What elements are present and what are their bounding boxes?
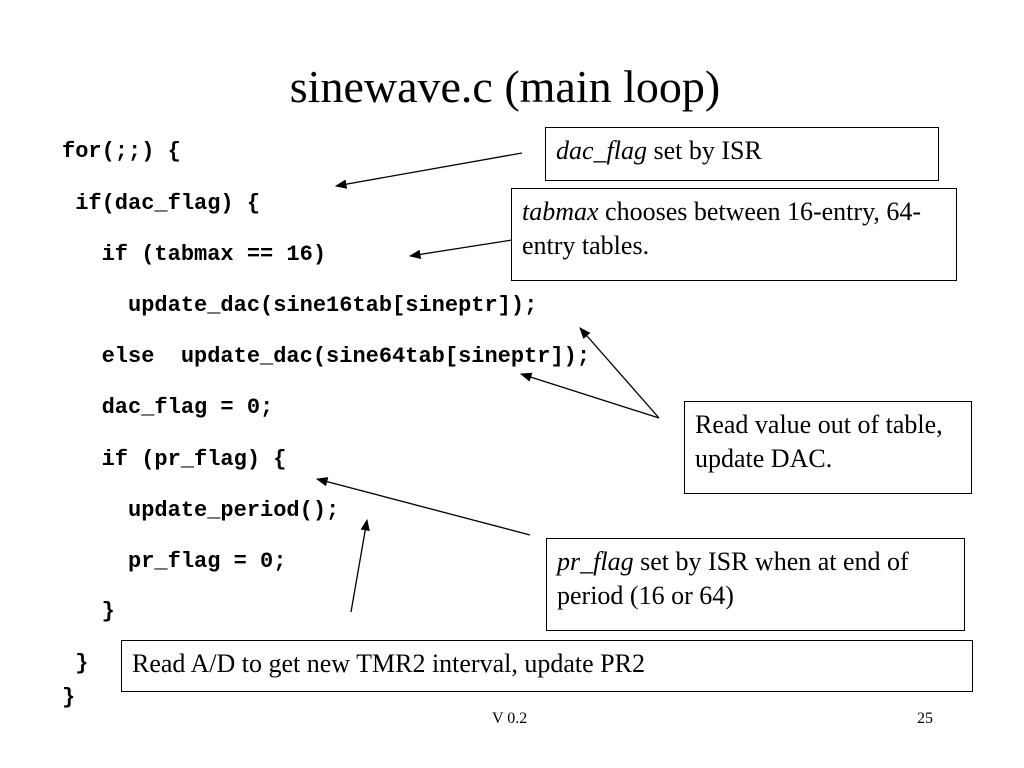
code-line-6: dac_flag = 0;	[62, 395, 274, 420]
arrow-read-value-16	[579, 327, 660, 419]
arrow-read-ad	[350, 518, 370, 613]
code-line-12: }	[62, 685, 76, 710]
callout-pr-flag: pr_flag set by ISR when at end of period…	[546, 538, 965, 631]
callout-read-value: Read value out of table, update DAC.	[684, 401, 972, 494]
callout-read-value-text: Read value out of table, update DAC.	[695, 410, 943, 474]
callout-pr-flag-text: set by ISR when at end of period (16 or …	[557, 547, 909, 611]
footer-page-number: 25	[917, 710, 933, 727]
arrow-read-value-64	[519, 372, 660, 419]
footer-version: V 0.2	[492, 710, 528, 727]
code-line-10: }	[62, 599, 115, 624]
callout-dac-flag: dac_flag set by ISR	[545, 127, 939, 181]
callout-dac-flag-text: set by ISR	[647, 136, 762, 165]
callout-tabmax: tabmax chooses between 16-entry, 64-entr…	[511, 188, 957, 281]
callout-read-ad-text: Read A/D to get new TMR2 interval, updat…	[132, 649, 645, 678]
callout-tabmax-text: chooses between 16-entry, 64-entry table…	[522, 197, 922, 261]
code-line-9: pr_flag = 0;	[62, 549, 287, 574]
code-line-11: }	[62, 651, 89, 676]
callout-tabmax-term: tabmax	[522, 197, 599, 226]
code-line-1: for(;;) {	[62, 139, 181, 164]
callout-read-ad: Read A/D to get new TMR2 interval, updat…	[121, 640, 973, 692]
slide-title: sinewave.c (main loop)	[289, 61, 721, 112]
arrow-pr-flag	[315, 477, 531, 536]
code-line-8: update_period();	[62, 498, 340, 523]
code-line-3: if (tabmax == 16)	[62, 242, 327, 267]
code-line-5: else update_dac(sine64tab[sineptr]);	[62, 344, 591, 369]
callout-pr-flag-term: pr_flag	[557, 547, 634, 576]
callout-dac-flag-term: dac_flag	[556, 136, 647, 165]
code-line-2: if(dac_flag) {	[62, 191, 261, 216]
arrow-tabmax	[408, 239, 513, 259]
arrow-dac-flag	[334, 152, 523, 189]
code-line-7: if (pr_flag) {	[62, 447, 287, 472]
code-line-4: update_dac(sine16tab[sineptr]);	[62, 293, 538, 318]
